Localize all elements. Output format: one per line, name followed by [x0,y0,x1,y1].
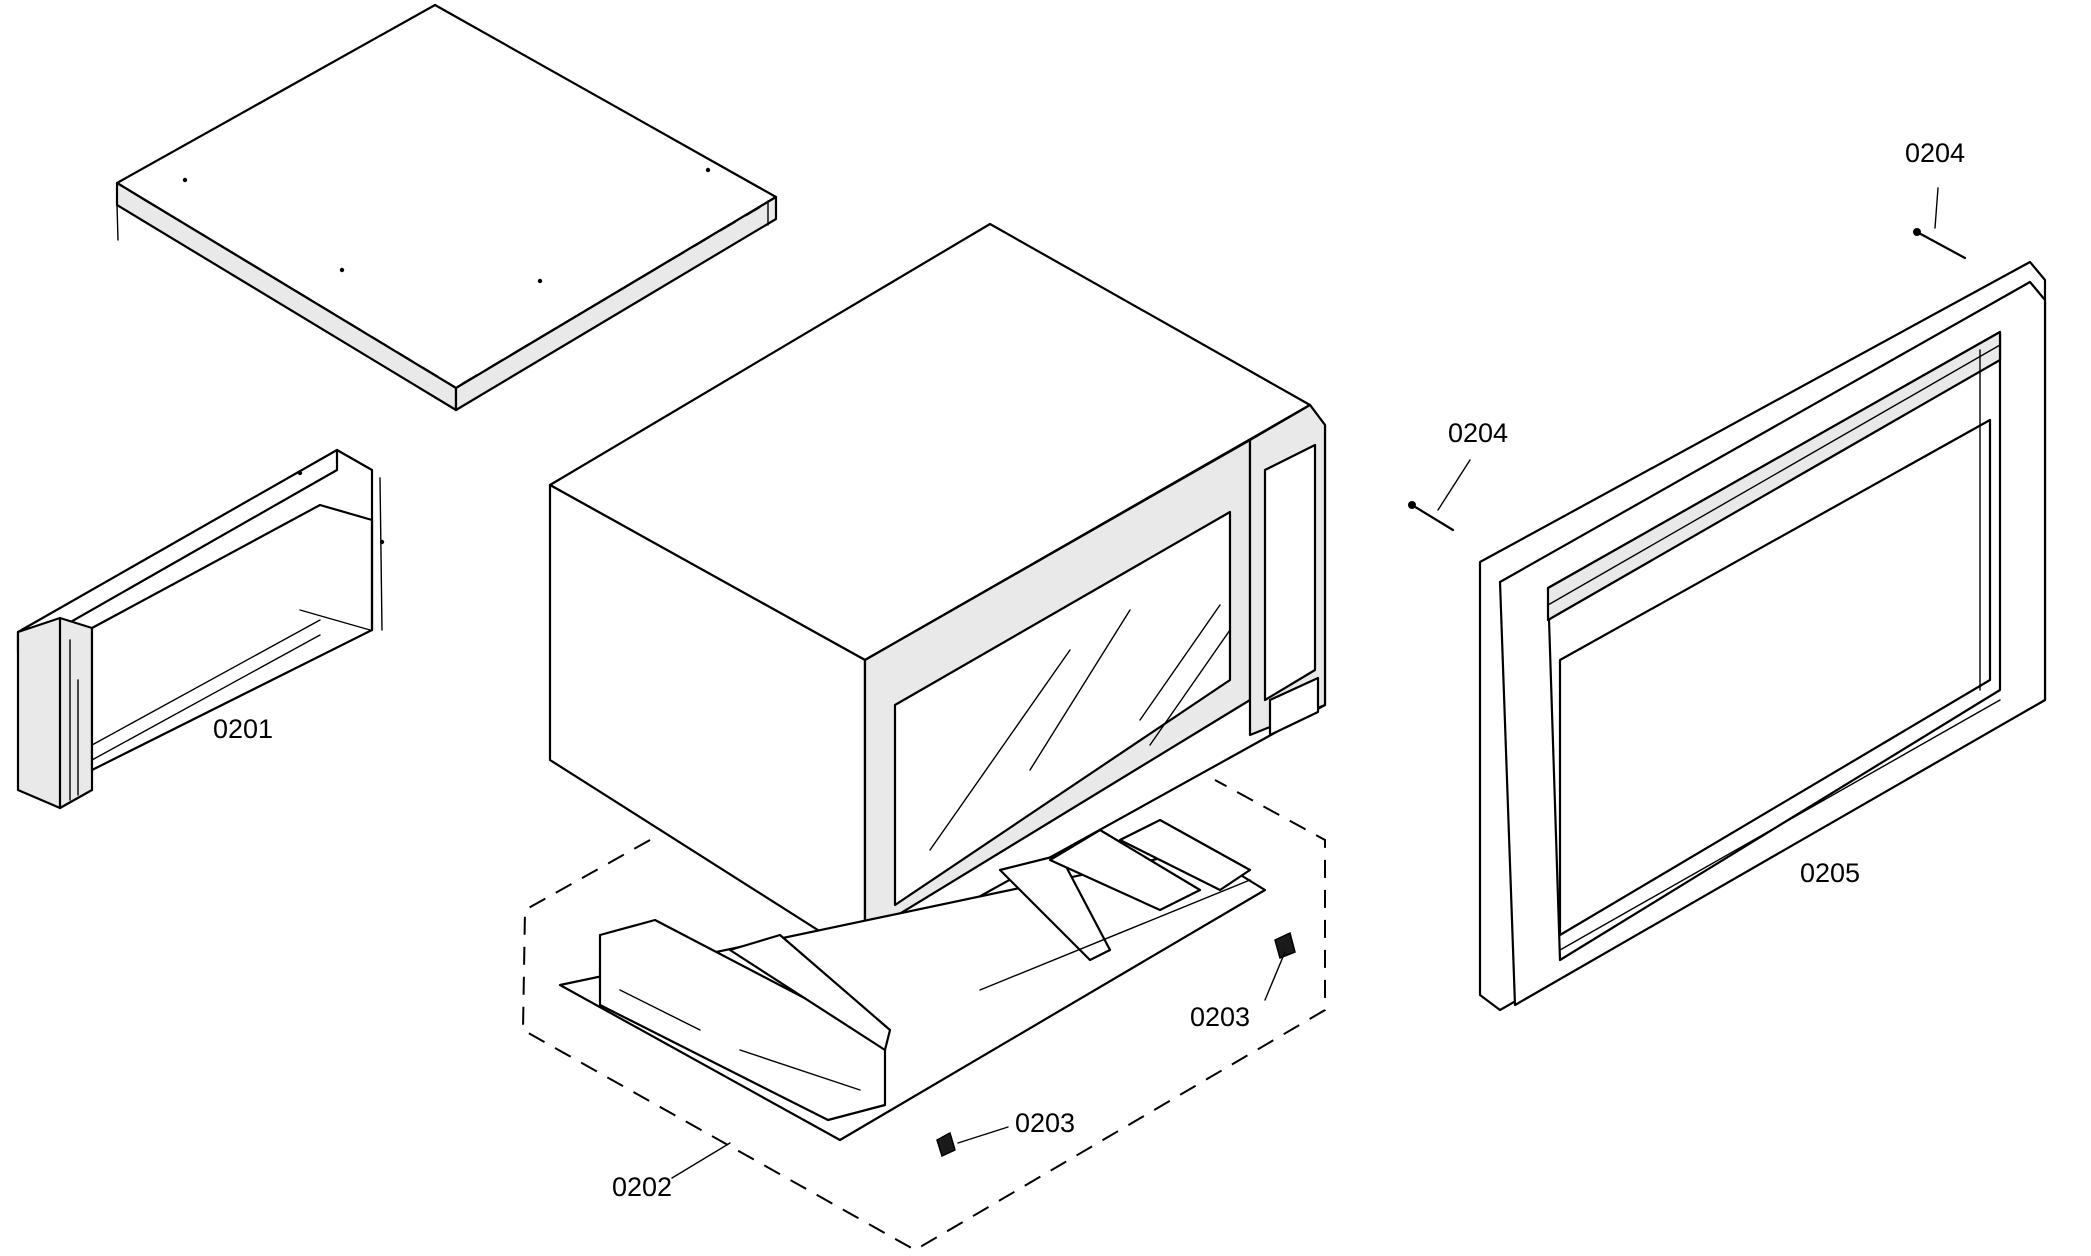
label-side-bracket: 0201 [213,714,273,744]
mounting-clip-right [1274,931,1296,960]
side-bracket [16,448,385,810]
mounting-clip-front [936,1131,956,1158]
screw-mid [1408,501,1455,532]
label-clip-right: 0203 [1190,1002,1250,1032]
label-screw-top: 0204 [1905,138,1965,168]
trim-frame [1478,260,2047,1012]
top-cover-panel [115,3,778,412]
label-base-frame: 0202 [612,1172,672,1202]
microwave-body [548,222,1327,962]
label-trim-frame: 0205 [1800,858,1860,888]
label-clip-front: 0203 [1015,1108,1075,1138]
label-screw-mid: 0204 [1448,418,1508,448]
screw-top [1913,228,1967,260]
leader-lines [671,187,1939,1179]
base-frame-assembly [521,779,1326,1252]
